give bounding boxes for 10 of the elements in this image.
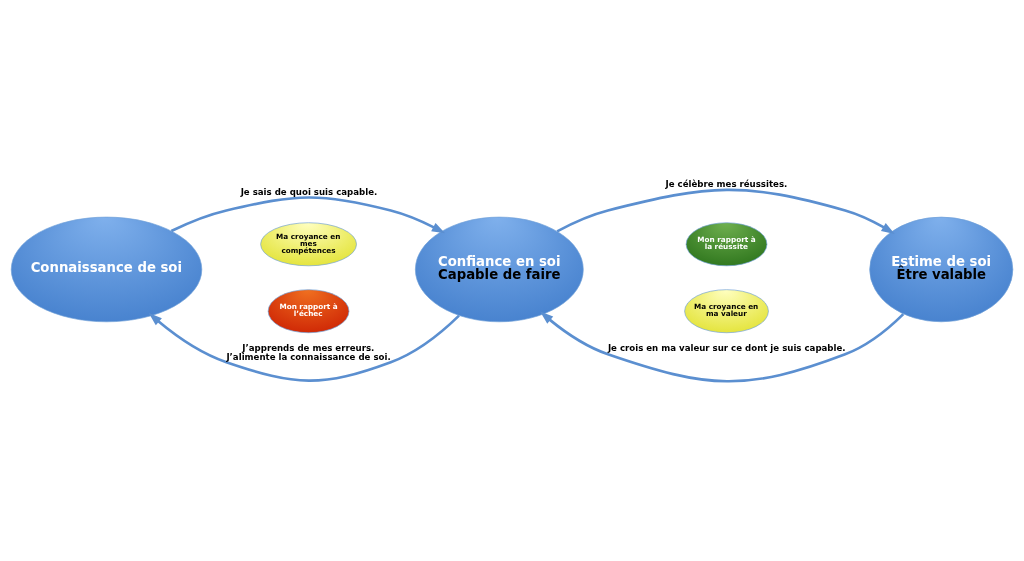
edge-label: Je sais de quoi suis capable. <box>240 186 378 197</box>
node-ellipse: Estime de soi Être valable <box>869 216 1014 322</box>
arrow <box>170 195 446 233</box>
node-ellipse: Connaissance de soi <box>10 216 203 322</box>
arrow <box>556 188 895 234</box>
arrow <box>540 311 905 383</box>
edge-label: J’apprends de mes erreurs. J’alimente la connaissance de soi. <box>226 342 391 362</box>
arrow <box>148 312 460 382</box>
edge-label: Je célèbre mes réussites. <box>665 178 788 189</box>
edge-label: Je crois en ma valeur sur ce dont je suis capable. <box>607 342 846 353</box>
